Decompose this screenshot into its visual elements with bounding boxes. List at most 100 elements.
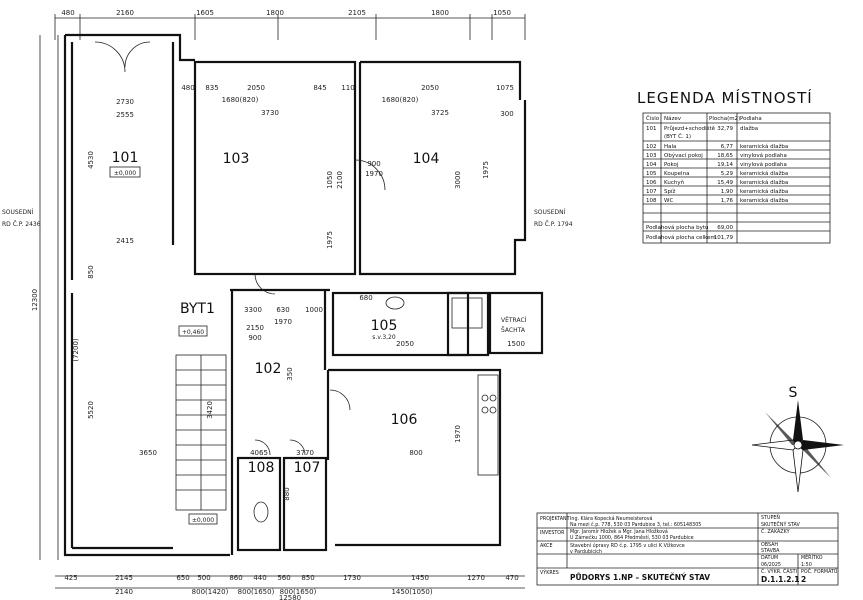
legend-header-cislo: Číslo	[646, 115, 660, 122]
walls	[63, 33, 544, 557]
legend-row-7-no: 107	[646, 189, 657, 195]
room-107-number: 107	[294, 460, 321, 476]
legend-row-6-name: Kuchyň	[664, 179, 685, 186]
tb-obsah-label: OBSAH	[761, 542, 778, 548]
legend-row-2-floor: keramická dlažba	[740, 143, 788, 150]
dim-int-3650: 3650	[139, 449, 157, 457]
dim-bottom-12: 470	[505, 574, 518, 582]
legend-header-nazev: Název	[664, 115, 682, 122]
legend-row-4-floor: vinylová podlaha	[740, 161, 787, 168]
neighbor-right-line1: SOUSEDNÍ	[534, 209, 566, 216]
dim-int-2150: 1970	[274, 318, 292, 326]
interior-dimensions: 2730 2555 2415 3650 3730 1680(820) 2050 …	[116, 84, 525, 501]
dim-top-6: 1800	[431, 9, 449, 17]
dim-bottom-7: 560	[277, 574, 290, 582]
dim-top-7: 1050	[493, 9, 511, 17]
tb-meritko-label: MĚŘÍTKO	[801, 553, 823, 561]
dim-int-900-b: 2150	[246, 324, 264, 332]
tb-meritko: 1:50	[801, 562, 812, 568]
dim-bottom-2: 2145	[115, 574, 133, 582]
floor-level-stairs: ±0,000	[192, 517, 214, 524]
dim-int-3770: 1970	[454, 425, 462, 443]
dim-int-1170: 1500	[507, 340, 525, 348]
legend-row-3-area: 18,65	[717, 153, 733, 159]
dim-bottom-9: 1730	[343, 574, 361, 582]
legend-row-7-name: Spíž	[664, 188, 676, 195]
dim-int-480: 480	[181, 84, 194, 92]
dim-int-3730: 3730	[261, 109, 279, 117]
legend-row-2-no: 102	[646, 144, 657, 150]
legend-header-plocha: Plocha(m2)	[709, 116, 740, 122]
dim-bottom-10: 1450	[411, 574, 429, 582]
dim-top-4: 1800	[266, 9, 284, 17]
dim-int-4100: 3420	[206, 401, 214, 419]
legend-row-8-floor: keramická dlažba	[740, 197, 788, 204]
legend-row-5-name: Koupelna	[664, 171, 689, 177]
legend-row-2-name: Hala	[664, 144, 676, 150]
tb-projektant: Ing. Klára Kopecká Neumeisterová	[570, 515, 653, 522]
dim-left-total: 12300	[31, 289, 39, 311]
tb-zakazka-label: Č. ZAKÁZKY	[761, 528, 790, 535]
byt-label: BYT1	[180, 301, 215, 317]
legend-total-flat-label: Podlahová plocha bytu	[646, 224, 709, 231]
dim-bottom-11: 1270	[467, 574, 485, 582]
legend-row-1-name: (BYT Č. 1)	[664, 133, 691, 140]
dim-int-2050: 2050	[247, 84, 265, 92]
legend-total-area: 101,79	[714, 235, 734, 241]
dim-int-3725: 3725	[431, 109, 449, 117]
room-101-number: 101	[112, 150, 139, 166]
legend-row-6-area: 15,49	[717, 180, 733, 186]
legend-row-8-name: WC	[664, 198, 673, 204]
neighbor-left-line2: RD Č.P. 2436	[2, 221, 41, 228]
dim-int-300: 300	[500, 110, 513, 118]
dim-int-1075: 1075	[496, 84, 514, 92]
legend-row-0-area: 32,79	[717, 126, 733, 132]
dim-int-3000: 3000	[454, 171, 462, 189]
legend-row-5-floor: keramická dlažba	[740, 170, 788, 177]
legend-row-7-floor: keramická dlažba	[740, 188, 788, 195]
dim-int-2100: 2100	[336, 171, 344, 189]
legend-row-5-area: 5,29	[721, 171, 734, 177]
dim-int-1970-b: 900	[248, 334, 261, 342]
dim-int-900: 900	[367, 160, 380, 168]
dim-left-850: 850	[87, 265, 95, 278]
dim-bottom-3: 650	[176, 574, 189, 582]
dim-int-450: 1000	[305, 306, 323, 314]
dim-int-1680-820-b: 1680(820)	[382, 96, 419, 104]
dim-bottom2-3: 800(1650)	[238, 588, 275, 596]
legend-row-0-floor: dlažba	[740, 125, 758, 132]
tb-datum-label: DATUM	[761, 555, 778, 561]
tb-cislo-vykresu: D.1.1.2.1	[761, 575, 800, 584]
bottom-dimension-chain: 425 2145 650 500 860 440 560 850 1730 14…	[55, 574, 525, 600]
legend-row-6-no: 106	[646, 180, 657, 186]
dim-left-4530: 4530	[87, 151, 95, 169]
room-labels: 101 ±0,000 103 104 102 105 s.v.3,20 106 …	[109, 150, 527, 525]
tb-cislo-vykresu-label: Č. VÝKR. ČÁSTI	[761, 568, 797, 575]
dim-int-1975: 1975	[326, 231, 334, 249]
dim-left-5520: 5520	[87, 401, 95, 419]
dim-bottom-total: 12580	[279, 594, 301, 600]
dim-int-3420: 350	[286, 367, 294, 380]
room-104-number: 104	[413, 151, 440, 167]
tb-investor: Mgr. Jaromír Hložek a Mgr. Jana Hložková	[570, 528, 668, 535]
legend-row-3-no: 103	[646, 153, 657, 159]
shaft-label-1: VĚTRACÍ	[501, 316, 527, 324]
tb-akce2: v Pardubicích	[570, 548, 602, 555]
room-108-number: 108	[248, 460, 275, 476]
room-106-number: 106	[391, 412, 418, 428]
tb-vykres: PŮDORYS 1.NP – SKUTEČNÝ STAV	[570, 573, 710, 582]
dim-bottom2-4: 800(1650)	[280, 588, 317, 596]
dim-top-3: 1605	[196, 9, 214, 17]
tb-akce-label: AKCE	[540, 543, 553, 549]
neighbor-right-line2: RD Č.P. 1794	[534, 221, 573, 228]
dim-top-2: 2160	[116, 9, 134, 17]
legend-total-flat-area: 69,00	[717, 225, 733, 231]
dim-int-880: 4065	[250, 449, 268, 457]
tb-stupen: SKUTEČNÝ STAV	[761, 521, 801, 528]
legend-row-4-no: 104	[646, 162, 657, 168]
dim-bottom2-1: 2140	[115, 588, 133, 596]
dim-int-2730: 2730	[116, 98, 134, 106]
dim-top-1: 480	[61, 9, 74, 17]
shaft-label-2: ŠACHTA	[501, 327, 526, 334]
tb-projektant-addr: Na mezi č.p. 778, 530 03 Pardubice 3, te…	[570, 521, 701, 528]
